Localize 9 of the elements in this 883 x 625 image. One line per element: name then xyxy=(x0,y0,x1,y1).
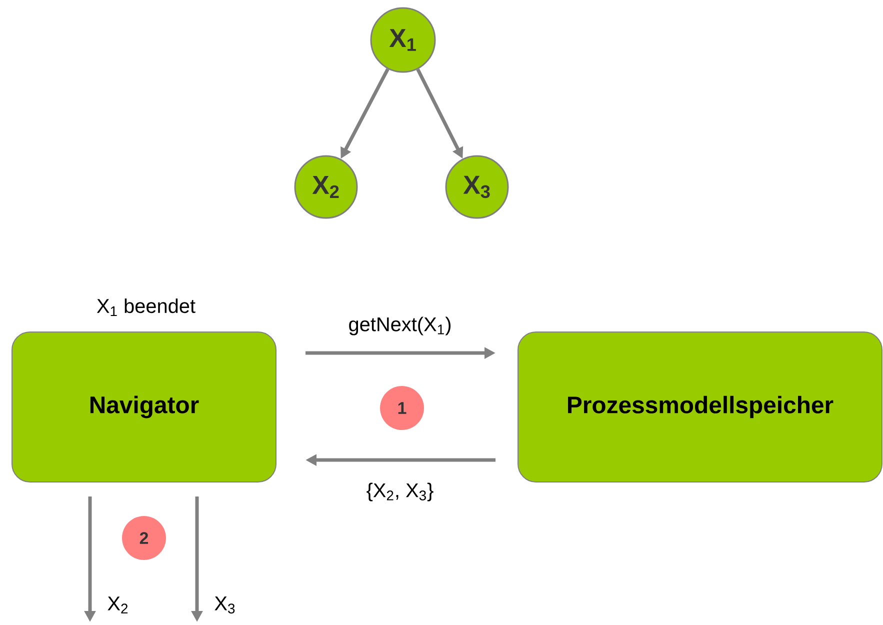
component-box: Prozessmodellspeicher xyxy=(518,332,882,482)
node-caption: X$_{1}$ beendet xyxy=(96,298,196,316)
component-box: Navigator xyxy=(12,332,276,482)
edge-label: getNext(X$_{1}$) xyxy=(349,316,451,336)
step-number-badge: 2 xyxy=(122,516,166,560)
edge-label: X$_{3}$ xyxy=(214,596,235,614)
step-number-badge: 1 xyxy=(380,386,424,430)
edge-label: X$_{2}$ xyxy=(108,596,128,614)
edge-label: {X$_{2}$, X$_{3}$} xyxy=(366,482,434,502)
